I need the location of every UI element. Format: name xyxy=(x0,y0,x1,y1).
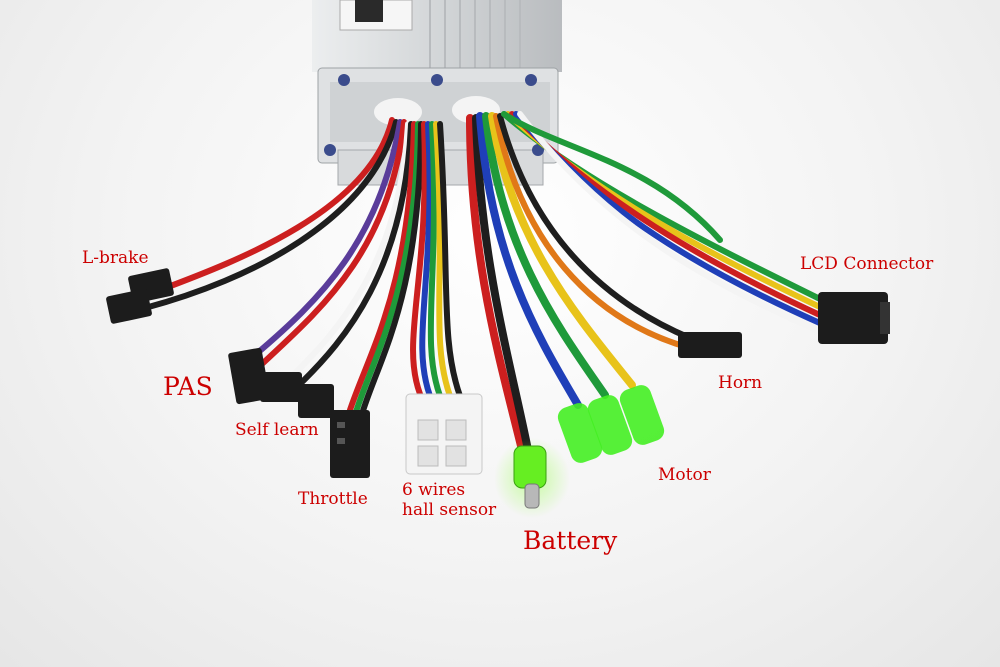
self-learn-connector xyxy=(260,372,334,418)
label-horn: Horn xyxy=(718,373,763,393)
label-hall-line2: hall sensor xyxy=(402,500,497,521)
label-throttle: Throttle xyxy=(298,489,368,509)
label-motor: Motor xyxy=(658,465,711,485)
label-hall-sensor: 6 wires hall sensor xyxy=(402,480,496,521)
lcd-connector xyxy=(818,292,890,344)
label-battery: Battery xyxy=(523,526,618,555)
hall-sensor-connector xyxy=(405,393,483,475)
pas-connector xyxy=(228,347,270,405)
label-self-learn: Self learn xyxy=(235,420,319,440)
motor-connectors xyxy=(557,385,665,463)
l-brake-connector xyxy=(106,268,174,324)
label-pas: PAS xyxy=(163,372,213,401)
horn-connector xyxy=(678,332,742,358)
wire-bundle xyxy=(142,111,825,454)
label-hall-line1: 6 wires xyxy=(402,480,466,500)
battery-connector xyxy=(494,438,570,518)
throttle-connector xyxy=(330,410,370,478)
label-l-brake: L-brake xyxy=(82,248,149,268)
label-lcd-connector: LCD Connector xyxy=(800,254,934,274)
